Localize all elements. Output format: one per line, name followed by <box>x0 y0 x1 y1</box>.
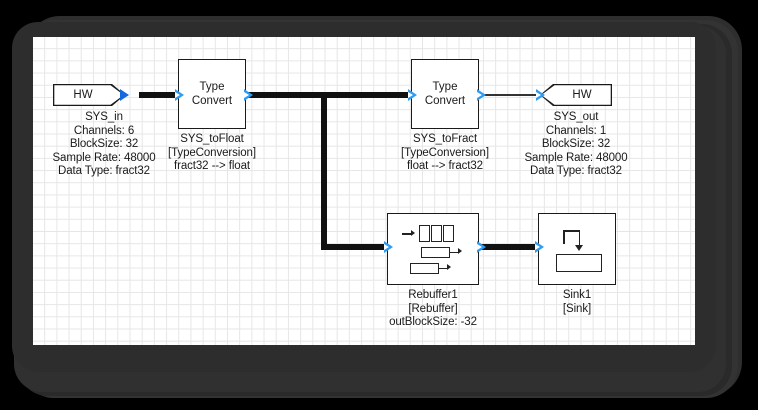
block-sys-tofloat[interactable]: Type Convert <box>178 59 246 129</box>
block-sys-in[interactable]: HW <box>53 84 125 106</box>
sys-tofloat-title: Type Convert <box>179 60 245 128</box>
sys-tofract-input-port[interactable] <box>408 89 417 101</box>
sys-tofract-caption: SYS_toFract [TypeConversion] float --> f… <box>370 133 520 174</box>
rebuffer-icon <box>388 214 480 286</box>
sys-out-channels: Channels: 1 <box>545 124 607 137</box>
sys-in-shape <box>53 84 125 106</box>
rebuffer1-name: Rebuffer1 <box>408 289 458 301</box>
block-rebuffer1[interactable] <box>387 213 479 285</box>
wire-branch-rebuffer[interactable] <box>321 244 387 250</box>
diagram-canvas[interactable]: HW SYS_in Channels: 6 BlockSize: 32 Samp… <box>33 37 695 345</box>
sys-in-sample-rate: Sample Rate: 48000 <box>52 151 156 164</box>
sys-out-input-port[interactable] <box>536 89 545 101</box>
wire-tofract-sysout[interactable] <box>479 94 545 96</box>
wire-tofloat-branch[interactable] <box>245 92 327 98</box>
sys-tofract-title: Type Convert <box>412 60 478 128</box>
sys-in-output-port[interactable] <box>120 89 129 101</box>
sys-out-shape <box>540 84 612 106</box>
sys-tofloat-title-line1: Type <box>199 81 225 93</box>
wire-branch-tofract[interactable] <box>321 92 411 98</box>
sys-out-sample-rate: Sample Rate: 48000 <box>524 151 628 164</box>
block-sys-out[interactable]: HW <box>540 84 612 106</box>
sys-tofract-kind: [TypeConversion] <box>401 146 489 159</box>
sys-tofloat-name: SYS_toFloat <box>180 133 244 145</box>
sink1-name: Sink1 <box>562 289 592 301</box>
sink1-caption: Sink1 [Sink] <box>502 289 652 316</box>
rebuffer1-caption: Rebuffer1 [Rebuffer] outBlockSize: -32 <box>358 289 508 330</box>
wire-rebuffer-sink[interactable] <box>479 244 539 250</box>
rebuffer1-input-port[interactable] <box>384 241 393 253</box>
sys-out-label: HW <box>572 89 592 101</box>
sys-tofloat-kind: [TypeConversion] <box>168 146 256 159</box>
rebuffer1-output-port[interactable] <box>477 241 486 253</box>
sys-tofract-conversion: float --> fract32 <box>407 160 483 172</box>
sys-tofloat-output-port[interactable] <box>244 89 253 101</box>
rebuffer1-param: outBlockSize: -32 <box>389 316 477 328</box>
sys-tofloat-conversion: fract32 --> float <box>174 160 250 172</box>
wire-branch-vertical[interactable] <box>321 92 327 250</box>
block-sys-tofract[interactable]: Type Convert <box>411 59 479 129</box>
wire-sysin-tofloat[interactable] <box>139 92 179 98</box>
sink-icon <box>539 214 617 286</box>
sys-in-caption: SYS_in Channels: 6 BlockSize: 32 Sample … <box>33 111 183 179</box>
sys-in-data-type: Data Type: fract32 <box>58 165 150 177</box>
sys-in-name: SYS_in <box>85 111 123 123</box>
rebuffer1-kind: [Rebuffer] <box>408 302 458 315</box>
sys-tofract-title-line1: Type <box>432 81 458 93</box>
sys-in-channels: Channels: 6 <box>73 124 135 137</box>
sys-out-name: SYS_out <box>553 111 599 123</box>
sys-tofloat-caption: SYS_toFloat [TypeConversion] fract32 -->… <box>137 133 287 174</box>
block-sink1[interactable] <box>538 213 616 285</box>
sys-out-data-type: Data Type: fract32 <box>530 165 622 177</box>
sys-tofract-title-line2: Convert <box>424 95 466 107</box>
sys-out-blocksize: BlockSize: 32 <box>541 138 611 150</box>
sys-tofloat-title-line2: Convert <box>191 95 233 107</box>
sink1-input-port[interactable] <box>535 241 544 253</box>
sys-out-caption: SYS_out Channels: 1 BlockSize: 32 Sample… <box>497 111 655 179</box>
sys-tofloat-input-port[interactable] <box>175 89 184 101</box>
sys-in-blocksize: BlockSize: 32 <box>69 138 139 150</box>
sys-tofract-output-port[interactable] <box>477 89 486 101</box>
sys-tofract-name: SYS_toFract <box>412 133 478 145</box>
sys-in-label: HW <box>73 89 93 101</box>
sink1-kind: [Sink] <box>562 302 592 315</box>
